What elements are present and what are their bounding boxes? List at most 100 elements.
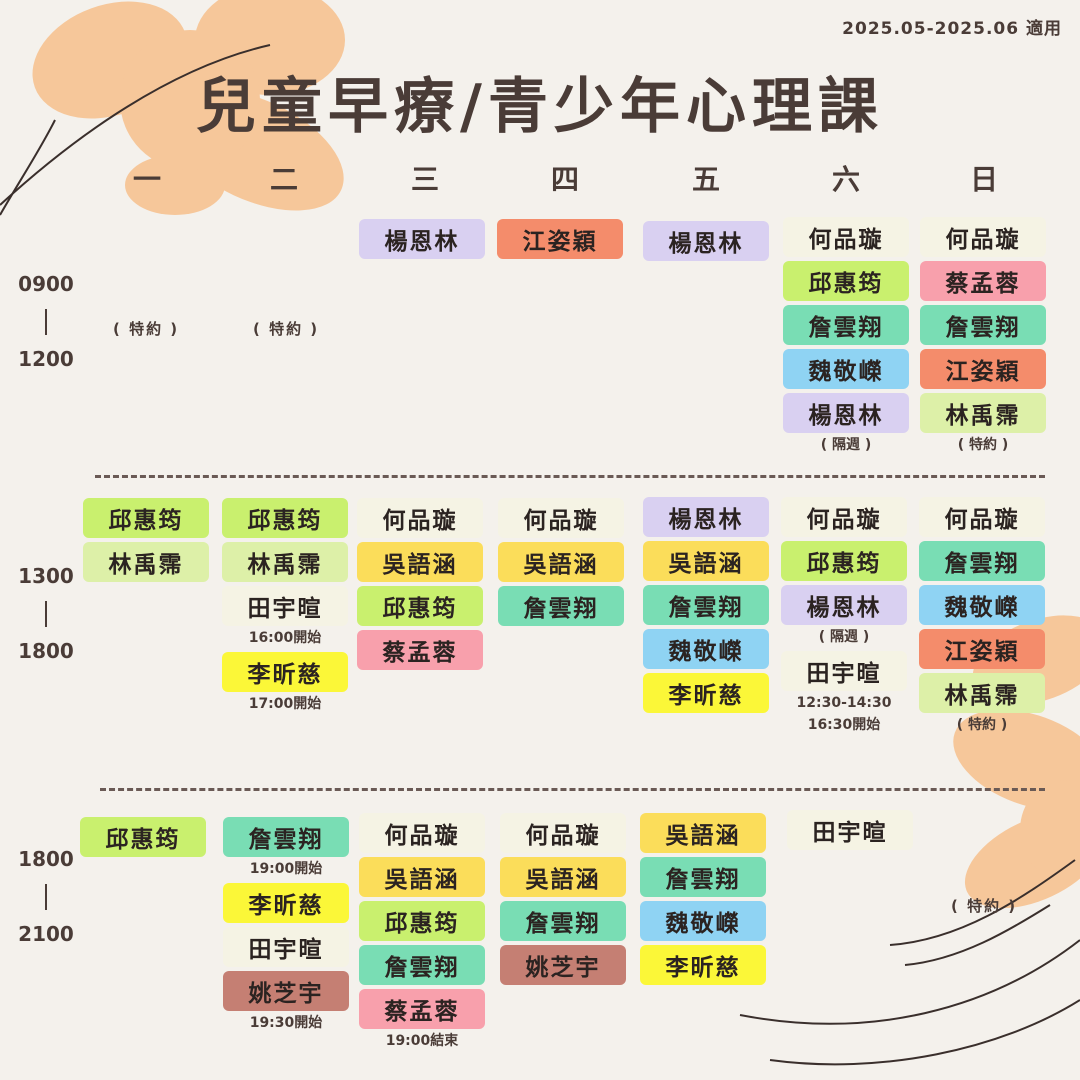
- teacher-chip: 詹雲翔: [640, 857, 766, 897]
- chip-note: 17:00開始: [248, 696, 322, 712]
- teacher-chip: 田宇暄: [787, 810, 913, 850]
- teacher-chip: 何品璇: [920, 217, 1046, 257]
- morning-sun-column: 何品璇蔡孟蓉詹雲翔江姿穎林禹霈( 特約 ): [920, 217, 1046, 459]
- time-slot-morning: 0900 1200: [0, 266, 92, 378]
- time-slot-evening: 1800 2100: [0, 841, 92, 953]
- time-separator: [45, 884, 47, 910]
- evening-fri-column: 吳語涵詹雲翔魏敬嶸李昕慈: [640, 813, 766, 989]
- special-note-tue: ( 特約 ): [253, 320, 320, 338]
- teacher-chip: 邱惠筠: [80, 817, 206, 857]
- teacher-chip: 林禹霈: [222, 542, 348, 582]
- teacher-chip: 詹雲翔: [498, 586, 624, 626]
- teacher-chip: 李昕慈: [640, 945, 766, 985]
- afternoon-tue-column: 邱惠筠林禹霈田宇暄 16:00開始李昕慈 17:00開始: [222, 498, 348, 718]
- teacher-chip: 邱惠筠: [222, 498, 348, 538]
- teacher-chip: 邱惠筠: [783, 261, 909, 301]
- teacher-chip: 田宇暄: [781, 651, 907, 691]
- teacher-chip: 魏敬嶸: [640, 901, 766, 941]
- teacher-chip: 蔡孟蓉: [357, 630, 483, 670]
- day-mon: 一: [132, 163, 161, 196]
- morning-wed-column: 楊恩林: [359, 219, 485, 263]
- teacher-chip: 楊恩林: [359, 219, 485, 259]
- teacher-chip: 田宇暄: [222, 586, 348, 626]
- evening-sat-column: 田宇暄: [787, 810, 913, 854]
- morning-sat-column: 何品璇邱惠筠詹雲翔魏敬嶸楊恩林 ( 隔週 ): [783, 217, 909, 459]
- teacher-chip: 邱惠筠: [781, 541, 907, 581]
- teacher-chip: 何品璇: [498, 498, 624, 538]
- teacher-chip: 何品璇: [783, 217, 909, 257]
- teacher-chip: 李昕慈: [643, 673, 769, 713]
- special-note-sun-evening: ( 特約 ): [951, 897, 1018, 915]
- teacher-chip: 林禹霈: [920, 393, 1046, 433]
- section-divider: [100, 788, 1045, 791]
- teacher-chip: 邱惠筠: [83, 498, 209, 538]
- teacher-chip: 何品璇: [919, 497, 1045, 537]
- afternoon-thu-column: 何品璇吳語涵詹雲翔: [498, 498, 624, 630]
- teacher-chip: 何品璇: [781, 497, 907, 537]
- afternoon-wed-column: 何品璇吳語涵邱惠筠蔡孟蓉: [357, 498, 483, 674]
- page-title: 兒童早療/青少年心理課: [196, 72, 884, 142]
- teacher-chip: 何品璇: [359, 813, 485, 853]
- teacher-chip: 江姿穎: [497, 219, 623, 259]
- special-note-mon: ( 特約 ): [113, 320, 180, 338]
- day-fri: 五: [691, 163, 720, 196]
- teacher-chip: 詹雲翔: [359, 945, 485, 985]
- teacher-chip: 魏敬嶸: [643, 629, 769, 669]
- chip-note: 16:00開始: [248, 630, 322, 646]
- evening-thu-column: 何品璇吳語涵詹雲翔姚芝宇: [500, 813, 626, 989]
- teacher-chip: 吳語涵: [498, 542, 624, 582]
- teacher-chip: 吳語涵: [359, 857, 485, 897]
- teacher-chip: 詹雲翔: [920, 305, 1046, 345]
- teacher-chip: 詹雲翔: [783, 305, 909, 345]
- day-sun: 日: [969, 163, 998, 196]
- teacher-chip: 田宇暄: [223, 927, 349, 967]
- time-separator: [45, 601, 47, 627]
- teacher-chip: 蔡孟蓉: [920, 261, 1046, 301]
- evening-mon-column: 邱惠筠: [80, 817, 206, 861]
- teacher-chip: 邱惠筠: [359, 901, 485, 941]
- morning-thu-column: 江姿穎: [497, 219, 623, 263]
- teacher-chip: 詹雲翔: [223, 817, 349, 857]
- chip-note: 19:30開始: [249, 1015, 323, 1031]
- time-separator: [45, 309, 47, 335]
- time-start: 1800: [18, 847, 74, 871]
- chip-note: 19:00結束: [385, 1033, 459, 1049]
- teacher-chip: 吳語涵: [357, 542, 483, 582]
- teacher-chip: 魏敬嶸: [919, 585, 1045, 625]
- section-divider: [95, 475, 1045, 478]
- day-thu: 四: [550, 163, 579, 196]
- teacher-chip: 林禹霈: [919, 673, 1045, 713]
- teacher-chip: 江姿穎: [920, 349, 1046, 389]
- teacher-chip: 楊恩林: [783, 393, 909, 433]
- teacher-chip: 江姿穎: [919, 629, 1045, 669]
- teacher-chip: 吳語涵: [643, 541, 769, 581]
- chip-note: 19:00開始: [249, 861, 323, 877]
- teacher-chip: 姚芝宇: [500, 945, 626, 985]
- teacher-chip: 楊恩林: [781, 585, 907, 625]
- teacher-chip: 蔡孟蓉: [359, 989, 485, 1029]
- teacher-chip: 邱惠筠: [357, 586, 483, 626]
- teacher-chip: 林禹霈: [83, 542, 209, 582]
- afternoon-sun-column: 何品璇詹雲翔魏敬嶸江姿穎林禹霈( 特約 ): [919, 497, 1045, 739]
- day-tue: 二: [269, 163, 298, 196]
- time-slot-afternoon: 1300 1800: [0, 558, 92, 670]
- afternoon-fri-column: 楊恩林吳語涵詹雲翔魏敬嶸李昕慈: [643, 497, 769, 717]
- teacher-chip: 魏敬嶸: [783, 349, 909, 389]
- afternoon-mon-column: 邱惠筠林禹霈: [83, 498, 209, 586]
- time-end: 1200: [18, 347, 74, 371]
- chip-note: 16:30開始: [807, 717, 881, 733]
- teacher-chip: 李昕慈: [222, 652, 348, 692]
- teacher-chip: 何品璇: [357, 498, 483, 538]
- time-end: 2100: [18, 922, 74, 946]
- valid-period: 2025.05-2025.06 適用: [842, 19, 1062, 39]
- chip-note: ( 特約 ): [956, 717, 1008, 733]
- chip-note: ( 隔週 ): [820, 437, 872, 453]
- teacher-chip: 吳語涵: [500, 857, 626, 897]
- time-start: 1300: [18, 564, 74, 588]
- time-end: 1800: [18, 639, 74, 663]
- teacher-chip: 李昕慈: [223, 883, 349, 923]
